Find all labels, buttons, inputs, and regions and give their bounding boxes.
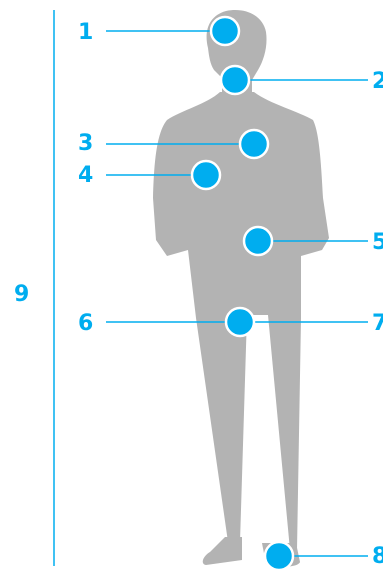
marker-label-4: 4	[78, 163, 93, 188]
marker-dot-hip	[226, 308, 254, 336]
marker-label-2: 2	[372, 69, 383, 94]
marker-label-5: 5	[372, 230, 383, 255]
marker-dot-neck	[221, 66, 249, 94]
marker-label-8: 8	[372, 544, 383, 569]
marker-dot-waist	[244, 227, 272, 255]
marker-label-6: 6	[78, 311, 93, 336]
marker-label-1: 1	[78, 20, 93, 45]
marker-dot-chest	[240, 130, 268, 158]
marker-label-7: 7	[372, 311, 383, 336]
marker-dot-head	[211, 17, 239, 45]
marker-dot-foot	[265, 542, 293, 570]
height-label: 9	[14, 282, 29, 307]
marker-label-3: 3	[78, 131, 93, 156]
marker-dot-shoulder	[192, 161, 220, 189]
